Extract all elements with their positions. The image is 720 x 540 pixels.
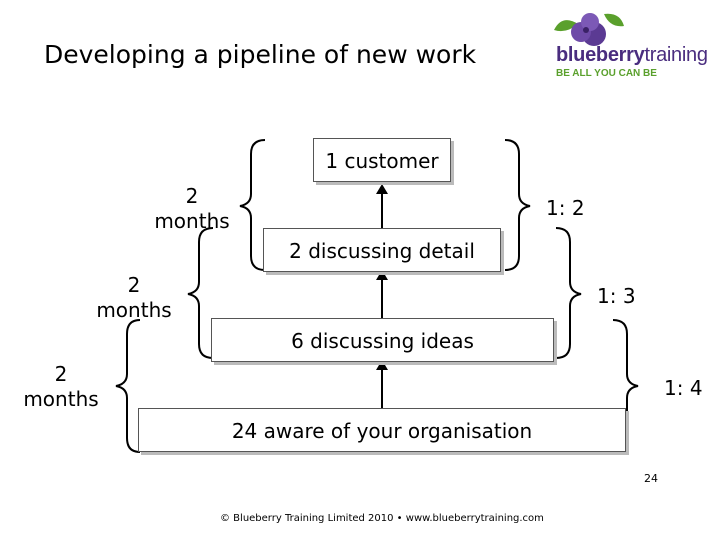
slide-title: Developing a pipeline of new work xyxy=(44,40,477,69)
ratio-label-2: 1: 3 xyxy=(597,284,636,308)
stage-label-aware: 24 aware of your organisation xyxy=(231,419,533,443)
arrow-head-3 xyxy=(376,360,388,370)
arrow-head-1 xyxy=(376,184,388,194)
duration-label-3: 2 months xyxy=(23,362,99,411)
logo-tagline: BE ALL YOU CAN BE xyxy=(556,68,657,79)
duration-label-2: 2 months xyxy=(96,273,172,322)
duration-label-1: 2 months xyxy=(154,184,230,233)
page-number: 24 xyxy=(644,472,658,485)
logo-brand-bold: blueberry xyxy=(556,44,645,66)
footer-copyright: © Blueberry Training Limited 2010 • www.… xyxy=(220,513,544,524)
stage-box-ideas xyxy=(211,318,554,362)
right-brace-3 xyxy=(612,319,639,453)
stage-label-customer: 1 customer xyxy=(325,149,439,173)
stage-label-ideas: 6 discussing ideas xyxy=(291,329,474,353)
left-brace-3 xyxy=(115,319,141,453)
ratio-label-3: 1: 4 xyxy=(664,376,703,400)
arrow-head-2 xyxy=(376,270,388,280)
logo-brand-light: training xyxy=(644,44,708,66)
stage-box-customer xyxy=(313,138,451,182)
logo-wordmark: blueberrytraining xyxy=(556,44,708,67)
left-brace-2 xyxy=(187,227,214,359)
stage-box-aware xyxy=(138,408,626,452)
right-brace-1 xyxy=(504,139,531,271)
blueberry-logo-icon xyxy=(554,13,624,46)
ratio-label-1: 1: 2 xyxy=(546,196,585,220)
stage-label-detail: 2 discussing detail xyxy=(289,239,475,263)
stage-box-detail xyxy=(263,228,501,272)
left-brace-1 xyxy=(239,139,266,271)
right-brace-2 xyxy=(555,227,582,359)
